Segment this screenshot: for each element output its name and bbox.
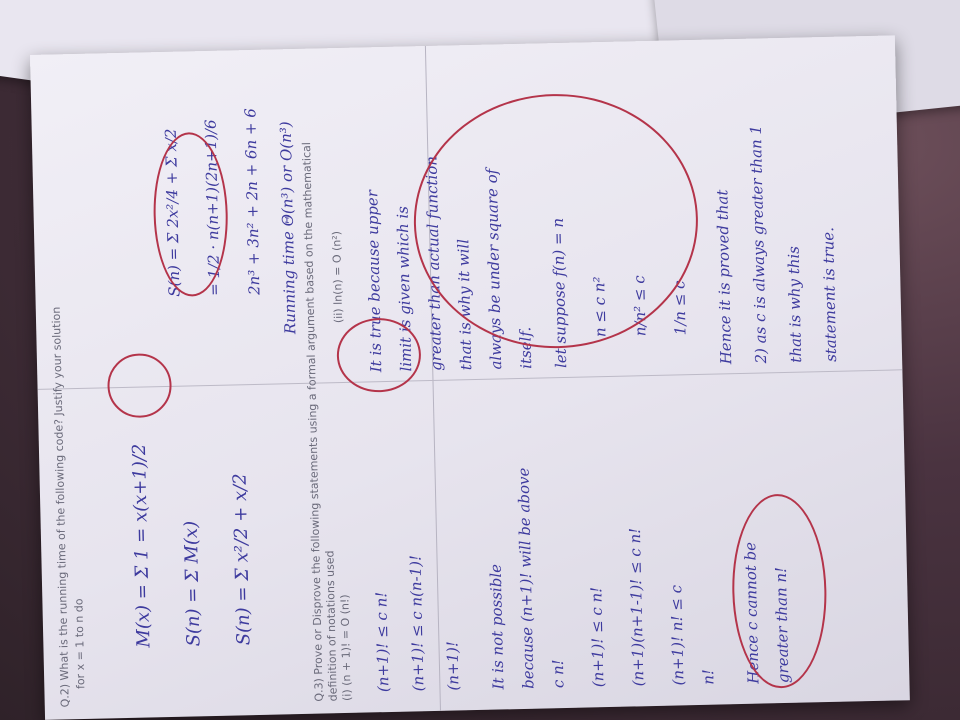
printed-q3: Q.3) Prove or Disprove the following sta… <box>300 141 326 702</box>
note-q2-2: (n+1)! <box>443 640 463 691</box>
note-q2-6: (n+1)! ≤ c n! <box>587 586 608 688</box>
note-q1-6: Running time Θ(n³) or O(n³) <box>276 121 300 335</box>
note-q3-11: 2) as c is always greater than 1 <box>746 124 771 364</box>
note-q2-7: (n+1)(n+1-1)! ≤ c n! <box>625 527 648 687</box>
red-circle-q3 <box>336 317 422 394</box>
printed-stmt-b: (ii) ln(n) = O (n²) <box>330 230 346 324</box>
note-q3-12: that is why this <box>784 245 806 363</box>
assignment-sheet: Q.2) What is the running time of the fol… <box>30 35 910 720</box>
note-q2-3: It is not possible <box>486 563 508 690</box>
note-q2-1: (n+1)! ≤ c n(n-1)! <box>406 554 428 692</box>
fold-line <box>424 46 441 711</box>
note-q2-5: c n! <box>548 659 568 689</box>
printed-q2: Q.2) What is the running time of the fol… <box>49 306 72 708</box>
sheet-content: Q.2) What is the running time of the fol… <box>30 35 910 719</box>
note-q2-0: (n+1)! ≤ c n! <box>372 591 393 693</box>
note-q2-9: n! <box>699 668 718 685</box>
printed-q3b: definition of notations used <box>323 550 340 702</box>
note-q1-5: 2n³ + 3n² + 2n + 6n + 6 <box>241 107 264 296</box>
note-q3-13: statement is true. <box>819 226 841 363</box>
note-q2-4: because (n+1)! will be above <box>514 467 538 690</box>
red-circle-proof <box>411 90 701 352</box>
note-q1-1: S(n) = Σ M(x) <box>180 520 205 647</box>
note-q2-8: (n+1)! n! ≤ c <box>667 584 688 686</box>
red-circle-q1 <box>106 352 173 419</box>
note-q1-0: M(x) = Σ 1 = x(x+1)/2 <box>128 443 155 648</box>
note-q3-10: Hence it is proved that <box>713 189 736 365</box>
printed-stmt-a: (i) (n + 1)! = O (n!) <box>338 594 354 702</box>
note-q1-2: S(n) = Σ x²/2 + x/2 <box>229 473 255 646</box>
printed-q2-loop: for x = 1 to n do <box>72 598 88 690</box>
